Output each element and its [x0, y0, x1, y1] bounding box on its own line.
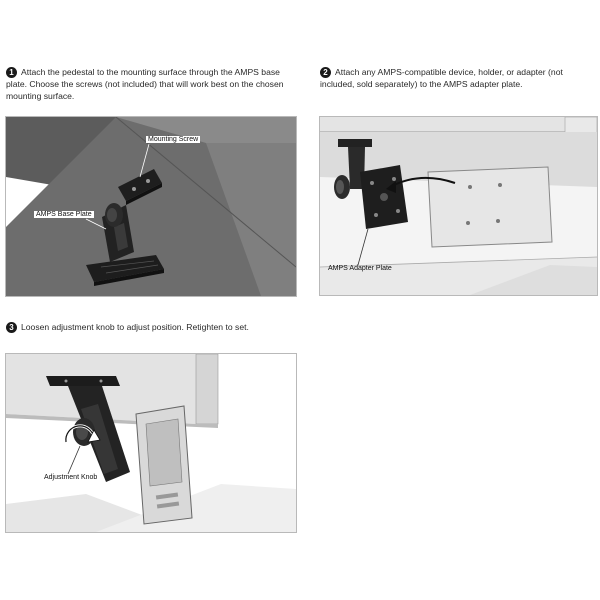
- mounting-screw-label: Mounting Screw: [146, 136, 201, 143]
- step-2-text: Attach any AMPS-compatible device, holde…: [320, 67, 563, 89]
- amps-base-plate-label: AMPS Base Plate: [34, 211, 94, 218]
- step-3-number: 3: [6, 322, 17, 333]
- step-1-text: Attach the pedestal to the mounting surf…: [6, 67, 284, 101]
- step-3-text: Loosen adjustment knob to adjust positio…: [21, 322, 249, 332]
- step-3-illustration: Adjustment Knob: [5, 353, 297, 533]
- step-2-number: 2: [320, 67, 331, 78]
- step-3-instruction: 3 Loosen adjustment knob to adjust positi…: [6, 321, 306, 333]
- amps-adapter-plate-label: AMPS Adapter Plate: [328, 265, 392, 272]
- step-1-illustration: Mounting Screw AMPS Base Plate: [5, 116, 297, 297]
- step-1-number: 1: [6, 67, 17, 78]
- step-2-illustration: AMPS Adapter Plate: [319, 116, 598, 296]
- adjustment-knob-label: Adjustment Knob: [44, 474, 98, 481]
